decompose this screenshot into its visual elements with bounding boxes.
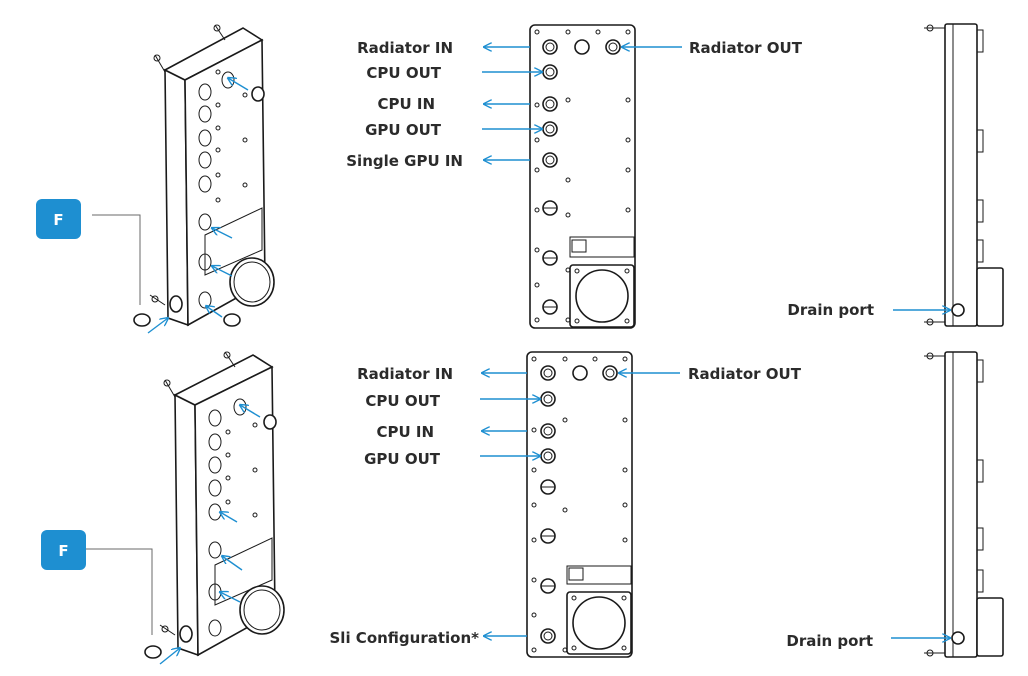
label-cpu-out-bottom: CPU OUT — [365, 392, 440, 410]
screw-holes — [534, 29, 631, 323]
port-icons-bottom — [540, 365, 618, 644]
label-cpu-in-bottom: CPU IN — [376, 423, 434, 441]
label-radiator-in-bottom: Radiator IN — [357, 365, 453, 383]
front-view-bottom — [480, 351, 680, 658]
label-radiator-out-top: Radiator OUT — [689, 39, 803, 57]
mounting-pins — [133, 24, 265, 327]
iso-view-top — [92, 24, 275, 334]
label-drain-port-bottom: Drain port — [786, 632, 873, 650]
front-view-top — [482, 24, 682, 329]
pump-top-icon — [229, 257, 275, 307]
badge-f-top: F — [36, 199, 81, 239]
label-single-gpu-in-top: Single GPU IN — [346, 152, 463, 170]
drain-port-icon-top — [951, 303, 965, 317]
label-cpu-in-top: CPU IN — [377, 95, 435, 113]
mounting-pins-bottom — [144, 351, 277, 659]
pump-bottom-icon — [239, 585, 285, 635]
label-radiator-in-top: Radiator IN — [357, 39, 453, 57]
port-icons — [542, 39, 621, 315]
badge-f-bottom-text: F — [58, 542, 68, 560]
badge-f-bottom: F — [41, 530, 86, 570]
label-gpu-out-bottom: GPU OUT — [364, 450, 441, 468]
label-cpu-out-top: CPU OUT — [366, 64, 441, 82]
screw-holes-bottom — [531, 356, 628, 653]
label-gpu-out-top: GPU OUT — [365, 121, 442, 139]
badge-f-top-text: F — [53, 211, 63, 229]
label-radiator-out-bottom: Radiator OUT — [688, 365, 802, 383]
drain-port-icon-bottom — [951, 631, 965, 645]
side-view-top — [893, 23, 1004, 327]
iso-view-bottom — [86, 351, 285, 665]
fitting-icons-bottom — [208, 398, 258, 637]
side-view-bottom — [891, 351, 1004, 658]
label-sli-configuration-bottom: Sli Configuration* — [330, 629, 480, 647]
label-drain-port-top: Drain port — [787, 301, 874, 319]
